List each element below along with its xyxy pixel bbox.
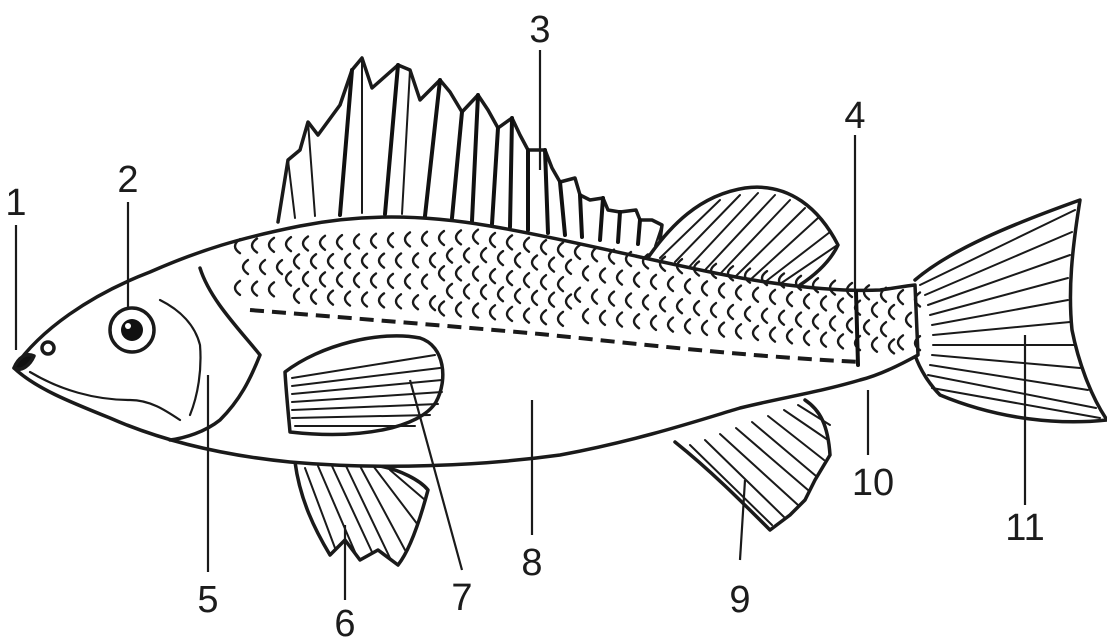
label-10: 10	[852, 462, 894, 504]
pelvic-fin	[295, 462, 428, 565]
label-2: 2	[117, 159, 138, 201]
caudal-fin	[915, 200, 1107, 422]
leader-9	[740, 480, 745, 560]
label-3: 3	[529, 9, 550, 51]
label-1: 1	[5, 182, 26, 224]
label-6: 6	[334, 603, 355, 643]
label-9: 9	[729, 579, 750, 621]
label-4: 4	[844, 95, 865, 137]
label-11: 11	[1005, 507, 1044, 549]
label-7: 7	[451, 577, 472, 619]
spiny-dorsal-fin	[278, 58, 662, 246]
label-8: 8	[521, 542, 542, 584]
peduncle-line	[856, 292, 858, 365]
label-5: 5	[197, 579, 218, 621]
eye	[110, 308, 154, 352]
